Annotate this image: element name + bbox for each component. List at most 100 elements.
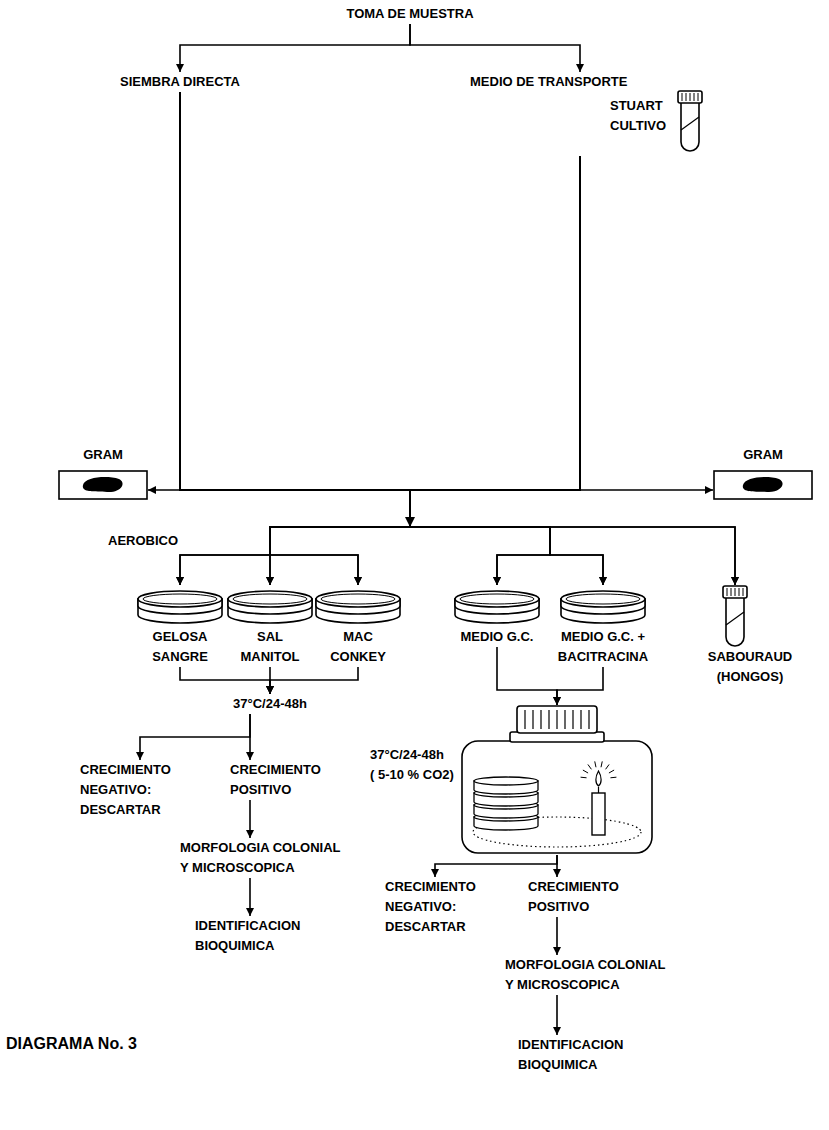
drawing-part	[598, 787, 599, 793]
glass-slide	[714, 471, 812, 499]
drawing-part	[606, 764, 610, 769]
flow-arrow	[180, 92, 550, 585]
step-label: 37°C/24-48h	[370, 745, 444, 765]
step-label: GRAM	[58, 445, 148, 465]
flow-arrow	[180, 24, 410, 72]
drawing-part	[723, 586, 747, 598]
flow-arrow	[557, 667, 603, 705]
step-label: MEDIO G.C. + BACITRACINA	[552, 627, 654, 667]
step-text: CRECIMIENTO POSITIVO	[230, 760, 335, 800]
drawing-part	[228, 591, 312, 607]
drawing-part	[727, 588, 728, 596]
drawing-part	[474, 777, 538, 785]
flow-arrow	[249, 800, 251, 838]
drawing-part	[460, 594, 534, 604]
drawing-part	[588, 710, 589, 729]
petri-dish	[316, 591, 400, 623]
step-label: SAL MANITOL	[231, 627, 309, 667]
drawing-part	[532, 710, 533, 729]
drawing-part	[564, 710, 565, 729]
step-label: SABOURAUD (HONGOS)	[704, 647, 796, 687]
flow-arrow	[180, 92, 735, 585]
step-label: MORFOLOGIA COLONIAL Y MICROSCOPICA	[505, 955, 672, 995]
drawing-part	[735, 588, 736, 596]
test-tube	[723, 586, 747, 646]
drawing-part	[551, 585, 655, 627]
flow-arrow	[180, 667, 270, 694]
connector-group	[140, 24, 735, 1035]
culture-plate: MEDIO G.C.	[449, 585, 545, 647]
test-tube	[678, 91, 702, 151]
step-text: 37°C/24-48h	[225, 694, 315, 714]
step-text: TOMA DE MUESTRA	[345, 4, 475, 24]
drawing-part	[572, 710, 573, 729]
step-text: CRECIMIENTO NEGATIVO: DESCARTAR	[385, 877, 490, 937]
flow-arrow	[270, 667, 358, 694]
drawing-part	[583, 770, 588, 773]
drawing-part	[226, 585, 314, 627]
step-text: MORFOLOGIA COLONIAL Y MICROSCOPICA	[505, 955, 672, 995]
step-label: MEDIO G.C.	[449, 627, 545, 647]
culture-tube: SABOURAUD (HONGOS)	[704, 585, 796, 687]
drawing-part	[690, 93, 691, 101]
step-label: IDENTIFICACION BIOQUIMICA	[518, 1035, 638, 1075]
step-label: IDENTIFICACION BIOQUIMICA	[195, 916, 315, 956]
drawing-part	[517, 706, 597, 733]
flow-arrow	[497, 647, 557, 705]
jar-outline	[462, 706, 652, 853]
drawing-part	[561, 591, 645, 607]
culture-plate: GELOSA SANGRE	[136, 585, 224, 667]
drawing-part	[681, 102, 699, 151]
drawing-part	[581, 777, 587, 779]
flow-arrow	[180, 92, 603, 585]
drawing-part	[743, 588, 744, 596]
petri-dish	[455, 591, 539, 623]
drawing-part	[314, 585, 402, 627]
transport-step: MEDIO DE TRANSPORTESTUART CULTIVO	[470, 72, 720, 156]
branch-label: AEROBICO	[108, 533, 178, 549]
flow-arrow	[180, 156, 580, 585]
petri-dish	[228, 591, 312, 623]
diagram-caption: DIAGRAMA No. 3	[6, 1034, 137, 1054]
drawing-part	[675, 90, 705, 152]
step-text: IDENTIFICACION BIOQUIMICA	[518, 1035, 638, 1075]
step-label: SIEMBRA DIRECTA	[115, 72, 245, 92]
drawing-part	[609, 770, 614, 773]
flow-arrow	[180, 92, 410, 585]
drawing-part	[138, 591, 222, 607]
drawing-part	[596, 771, 601, 786]
drawing-part	[678, 91, 702, 103]
step-label: ( 5-10 % CO2)	[370, 765, 454, 785]
flow-arrow	[556, 855, 558, 877]
flow-arrow	[270, 156, 580, 585]
drawing-part	[698, 93, 699, 101]
drawing-part	[316, 591, 400, 607]
drawing-part	[694, 93, 695, 101]
drawing-part	[686, 93, 687, 101]
drawing-part	[592, 793, 605, 835]
drawing-part	[588, 764, 592, 769]
drawing-part	[704, 585, 796, 647]
flow-arrow	[556, 917, 558, 955]
petri-dish	[561, 591, 645, 623]
step-label: 37°C/24-48h	[225, 694, 315, 714]
drawing-part	[455, 591, 539, 607]
step-label: CRECIMIENTO POSITIVO	[230, 760, 335, 800]
gram-slide: GRAM	[713, 445, 813, 501]
drawing-part	[681, 117, 699, 130]
flow-arrow	[556, 995, 558, 1035]
drawing-part	[449, 585, 545, 627]
drawing-part	[548, 710, 549, 729]
step-text: SIEMBRA DIRECTA	[115, 72, 245, 92]
flow-arrow	[410, 156, 603, 585]
drawing-part	[595, 761, 596, 767]
drawing-part	[321, 594, 395, 604]
flow-arrow	[180, 92, 410, 585]
step-label: CRECIMIENTO POSITIVO	[528, 877, 633, 917]
step-label: GRAM	[713, 445, 813, 465]
flow-arrow	[270, 156, 580, 585]
drawing-part	[713, 469, 813, 501]
